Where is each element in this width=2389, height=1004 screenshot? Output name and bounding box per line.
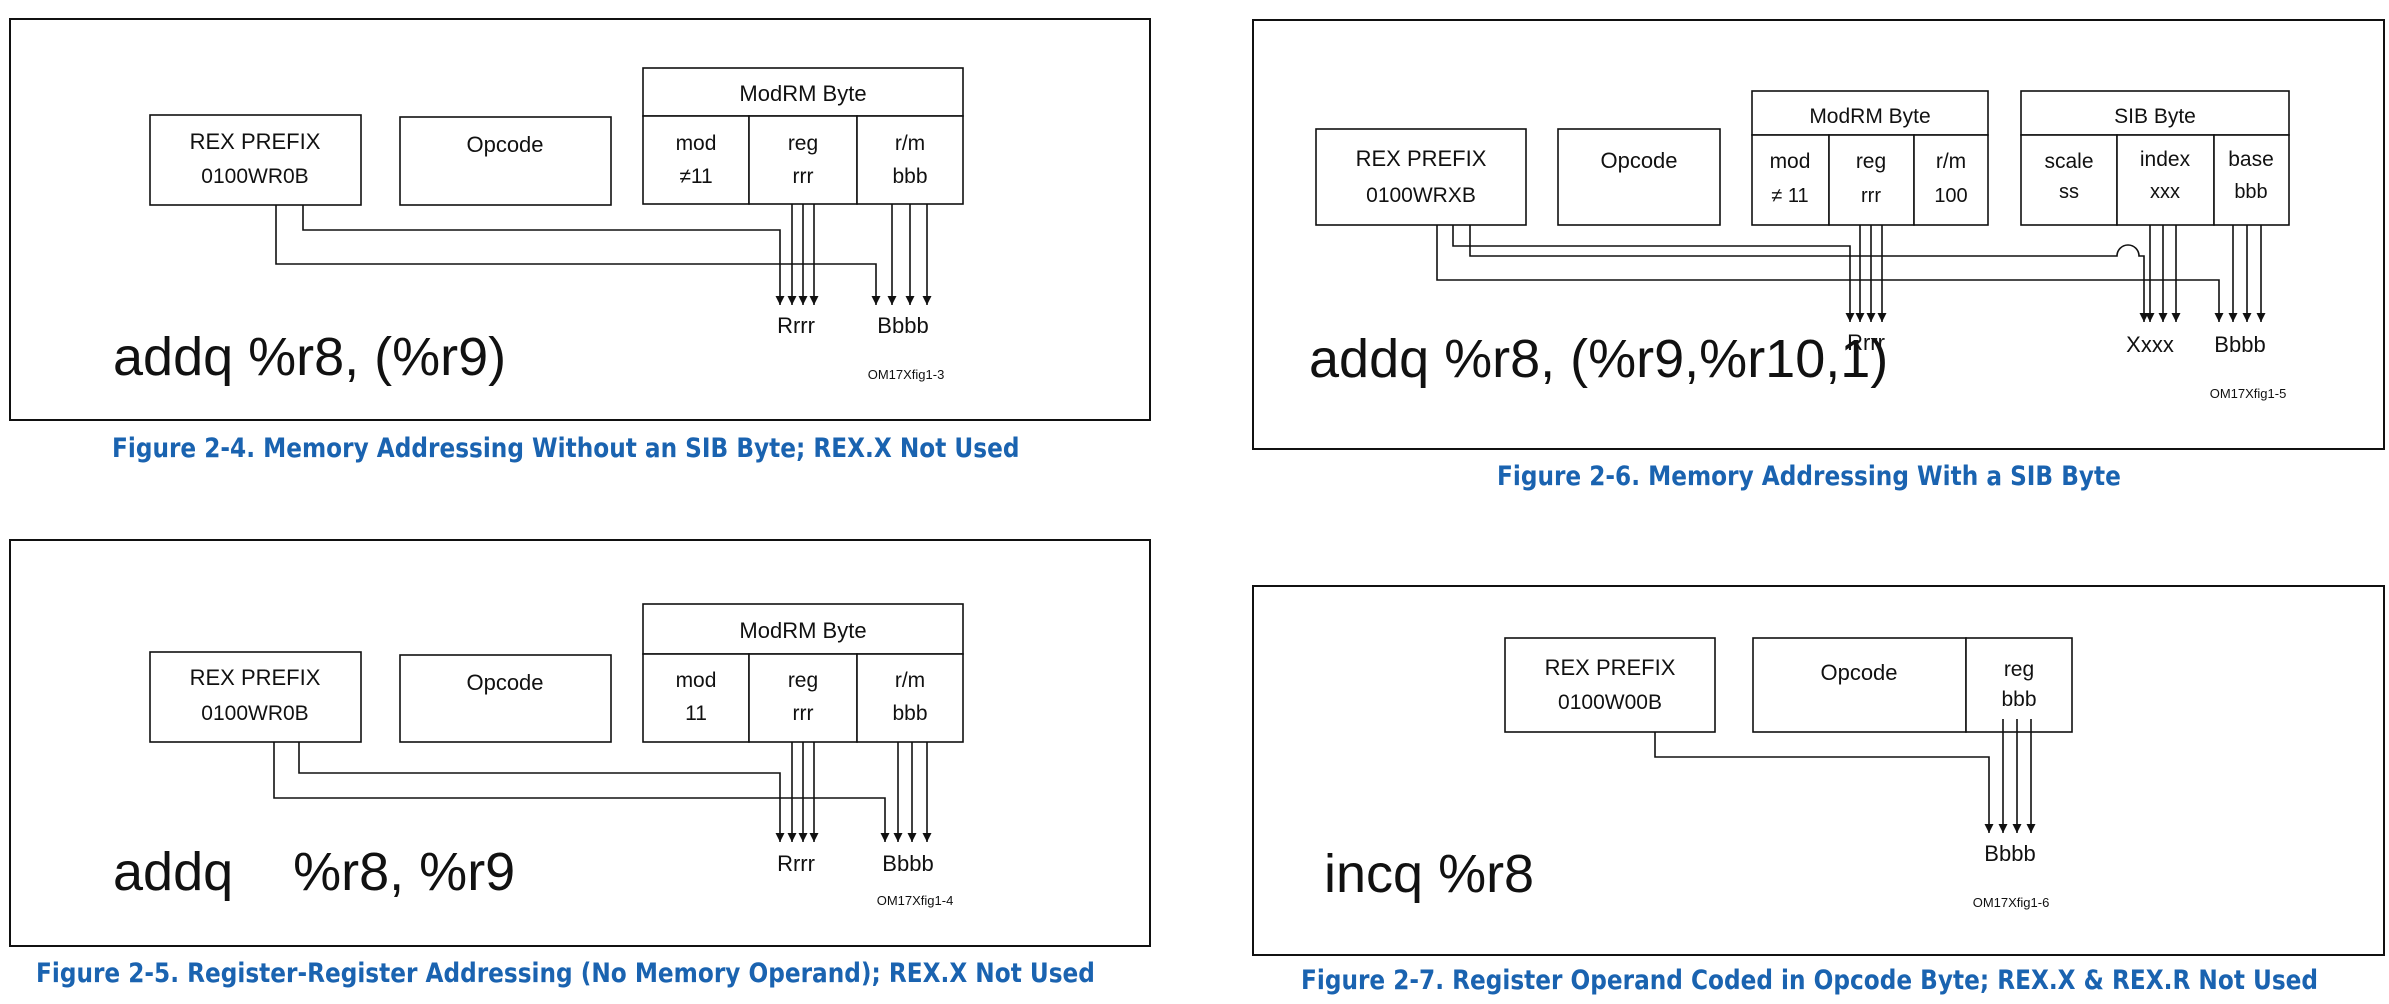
mod-field-label: mod (1770, 150, 1811, 173)
rex-x-connector (1469, 225, 2149, 322)
opcode-box (399, 116, 612, 206)
rm-field-label: r/m (895, 132, 925, 155)
reg-field-box (1828, 134, 1915, 226)
base-field-value: bbb (2234, 181, 2267, 203)
assembly-instruction: incq %r8 (1324, 844, 1534, 904)
figure-2-4: REX PREFIX 0100WR0B Opcode ModRM Byte mo… (113, 67, 964, 387)
figure-tag: OM17Xfig1-6 (1973, 895, 2050, 910)
output-rrrr-label: Rrrr (777, 851, 815, 876)
figure-2-5-caption: Figure 2-5. Register-Register Addressing… (36, 958, 1095, 989)
figure-2-4-caption: Figure 2-4. Memory Addressing Without an… (112, 433, 1020, 464)
modrm-byte-label: ModRM Byte (739, 618, 866, 643)
rex-prefix-label: REX PREFIX (1356, 146, 1487, 171)
rm-field-label: r/m (1936, 150, 1966, 173)
reg-field-box (748, 115, 858, 205)
scale-field-value: ss (2059, 181, 2079, 203)
rex-b-connector (1654, 732, 1994, 833)
index-field-label: index (2140, 148, 2191, 171)
mod-field-label: mod (676, 132, 717, 155)
rm-field-value: bbb (892, 165, 927, 188)
mod-field-box (1751, 134, 1830, 226)
base-field-box (2213, 134, 2290, 226)
opcode-label: Opcode (466, 670, 543, 695)
sib-byte-label: SIB Byte (2114, 105, 2196, 128)
assembly-instruction: addq %r8, (%r9,%r10,1) (1309, 329, 1888, 389)
rm-field-box (856, 653, 964, 743)
rex-prefix-bits: 0100WR0B (201, 702, 308, 725)
scale-field-box (2020, 134, 2118, 226)
rex-prefix-box (1315, 128, 1527, 226)
figure-2-7-caption: Figure 2-7. Register Operand Coded in Op… (1301, 965, 2319, 996)
scale-field-label: scale (2044, 150, 2093, 173)
rm-field-box (856, 115, 964, 205)
mod-field-box (642, 653, 750, 743)
rex-prefix-label: REX PREFIX (190, 129, 321, 154)
assembly-instruction: addq %r8, %r9 (113, 842, 515, 902)
figure-tag: OM17Xfig1-5 (2210, 386, 2287, 401)
modrm-byte-box (1751, 90, 1989, 136)
opcode-box (399, 654, 612, 743)
opcode-box (1557, 128, 1721, 226)
figure-2-6-caption: Figure 2-6. Memory Addressing With a SIB… (1497, 461, 2121, 492)
rex-prefix-bits: 0100WR0B (201, 165, 308, 188)
mod-field-box (642, 115, 750, 205)
opcode-label: Opcode (1600, 148, 1677, 173)
output-bbbb-label: Bbbb (2214, 332, 2265, 357)
modrm-byte-box (642, 603, 964, 655)
output-bbbb-label: Bbbb (877, 313, 928, 338)
figure-2-7: REX PREFIX 0100W00B Opcode reg bbb Bbbb … (1324, 637, 2073, 910)
rex-prefix-label: REX PREFIX (190, 665, 321, 690)
rex-prefix-label: REX PREFIX (1545, 655, 1676, 680)
assembly-instruction: addq %r8, (%r9) (113, 327, 506, 387)
rex-r-connector (302, 205, 785, 305)
output-rrrr-label: Rrrr (1847, 330, 1885, 355)
mod-field-value: ≠11 (679, 165, 712, 188)
index-field-box (2116, 134, 2215, 226)
figure-2-5: REX PREFIX 0100WR0B Opcode ModRM Byte mo… (113, 603, 964, 908)
rex-b-connector (273, 742, 890, 842)
reg-field-value: rrr (793, 702, 814, 725)
figure-tag: OM17Xfig1-3 (868, 367, 945, 382)
output-rrrr-label: Rrrr (777, 313, 815, 338)
rm-field-label: r/m (895, 669, 925, 692)
mod-field-value: ≠ 11 (1771, 185, 1808, 207)
rex-prefix-box (149, 651, 362, 743)
reg-field-box (1965, 637, 2073, 733)
reg-field-label: reg (1856, 150, 1886, 173)
rm-field-value: 100 (1934, 185, 1967, 207)
figure-tag: OM17Xfig1-4 (877, 893, 954, 908)
opcode-label: Opcode (466, 132, 543, 157)
output-bbbb-label: Bbbb (882, 851, 933, 876)
rm-field-value: bbb (892, 702, 927, 725)
modrm-byte-label: ModRM Byte (1809, 105, 1930, 128)
opcode-box (1752, 637, 1967, 733)
mod-field-label: mod (676, 669, 717, 692)
figure-2-6: REX PREFIX 0100WRXB Opcode ModRM Byte mo… (1309, 90, 2290, 401)
reg-field-value: rrr (1861, 185, 1881, 207)
output-xxxx-label: Xxxx (2126, 332, 2174, 357)
rex-r-connector (298, 742, 785, 842)
sib-byte-box (2020, 90, 2290, 136)
opcode-label: Opcode (1820, 660, 1897, 685)
reg-field-label: reg (788, 132, 818, 155)
base-field-label: base (2228, 148, 2274, 171)
rex-b-connector (1436, 225, 2224, 322)
output-bbbb-label: Bbbb (1984, 841, 2035, 866)
modrm-byte-label: ModRM Byte (739, 81, 866, 106)
index-field-value: xxx (2150, 181, 2180, 203)
rex-prefix-bits: 0100WRXB (1366, 184, 1476, 207)
rm-field-box (1913, 134, 1989, 226)
rex-prefix-box (149, 114, 362, 206)
rex-b-connector (275, 205, 881, 305)
rex-prefix-bits: 0100W00B (1558, 691, 1662, 714)
reg-field-box (748, 653, 858, 743)
rex-prefix-box (1504, 637, 1716, 733)
reg-field-value: bbb (2001, 688, 2036, 711)
reg-field-label: reg (788, 669, 818, 692)
reg-field-label: reg (2004, 658, 2034, 681)
reg-field-value: rrr (793, 165, 814, 188)
mod-field-value: 11 (685, 702, 707, 725)
rex-r-connector (1452, 225, 1855, 322)
